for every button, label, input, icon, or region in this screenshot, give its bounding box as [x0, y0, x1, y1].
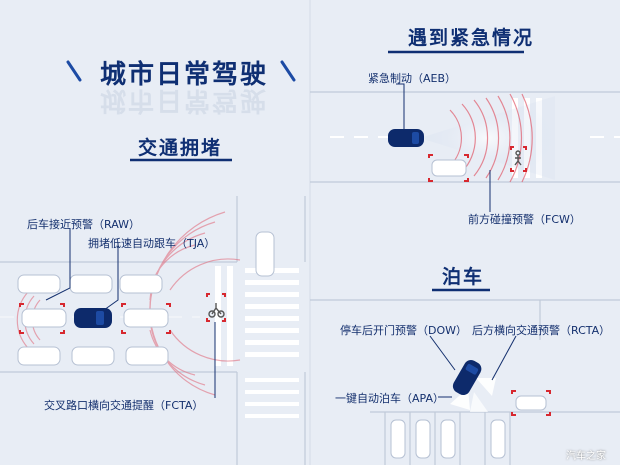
car-white [17, 274, 61, 294]
car-white-slot [390, 419, 406, 459]
aeb-target-marker [510, 146, 527, 172]
label-apa: 一键自动泊车（APA） [335, 392, 444, 405]
pedestrian-icon [514, 150, 522, 166]
car-white-behind [21, 308, 67, 328]
title-slash-right [280, 60, 296, 82]
label-tja: 拥堵低速自动跟车（TJA） [88, 237, 216, 250]
emergency-scene [310, 83, 620, 212]
car-white [69, 274, 113, 294]
car-white-slot [415, 419, 431, 459]
label-fcta: 交叉路口横向交通提醒（FCTA） [44, 399, 204, 412]
car-white-front [123, 308, 169, 328]
car-white-rcta [515, 395, 547, 411]
watermark: 汽车之家 [566, 451, 606, 462]
emergency-title: 遇到紧急情况 [408, 27, 535, 49]
car-white-parked [431, 159, 467, 177]
tja-target-marker [121, 303, 171, 334]
own-car-jam [74, 308, 112, 328]
label-dow: 停车后开门预警（DOW） [340, 324, 468, 337]
car-white [119, 274, 163, 294]
title-slash-left [66, 60, 82, 82]
car-white [17, 346, 61, 366]
label-rcta: 后方横向交通预警（RCTA） [472, 324, 611, 337]
label-fcw: 前方碰撞预警（FCW） [468, 213, 581, 226]
label-raw: 后车接近预警（RAW） [27, 218, 140, 231]
label-aeb: 紧急制动（AEB） [368, 72, 457, 85]
fcw-target-marker [428, 154, 469, 182]
rcta-target-marker [511, 390, 551, 416]
fcta-target-marker [206, 293, 226, 322]
own-car-parking [452, 359, 482, 396]
raw-target-marker [19, 303, 65, 334]
car-white-cross [255, 231, 275, 277]
car-white [71, 346, 115, 366]
main-title-reflection: 城市日常驾驶 [100, 85, 269, 115]
traffic-jam-title: 交通拥堵 [138, 137, 223, 159]
left-road-scene [0, 196, 306, 465]
parking-scene [310, 299, 620, 465]
cyclist-icon [208, 303, 225, 318]
main-title: 城市日常驾驶 [100, 60, 269, 90]
parking-title: 泊车 [442, 266, 485, 288]
car-white-slot [490, 419, 506, 459]
car-white [125, 346, 169, 366]
car-white-slot [440, 419, 456, 459]
